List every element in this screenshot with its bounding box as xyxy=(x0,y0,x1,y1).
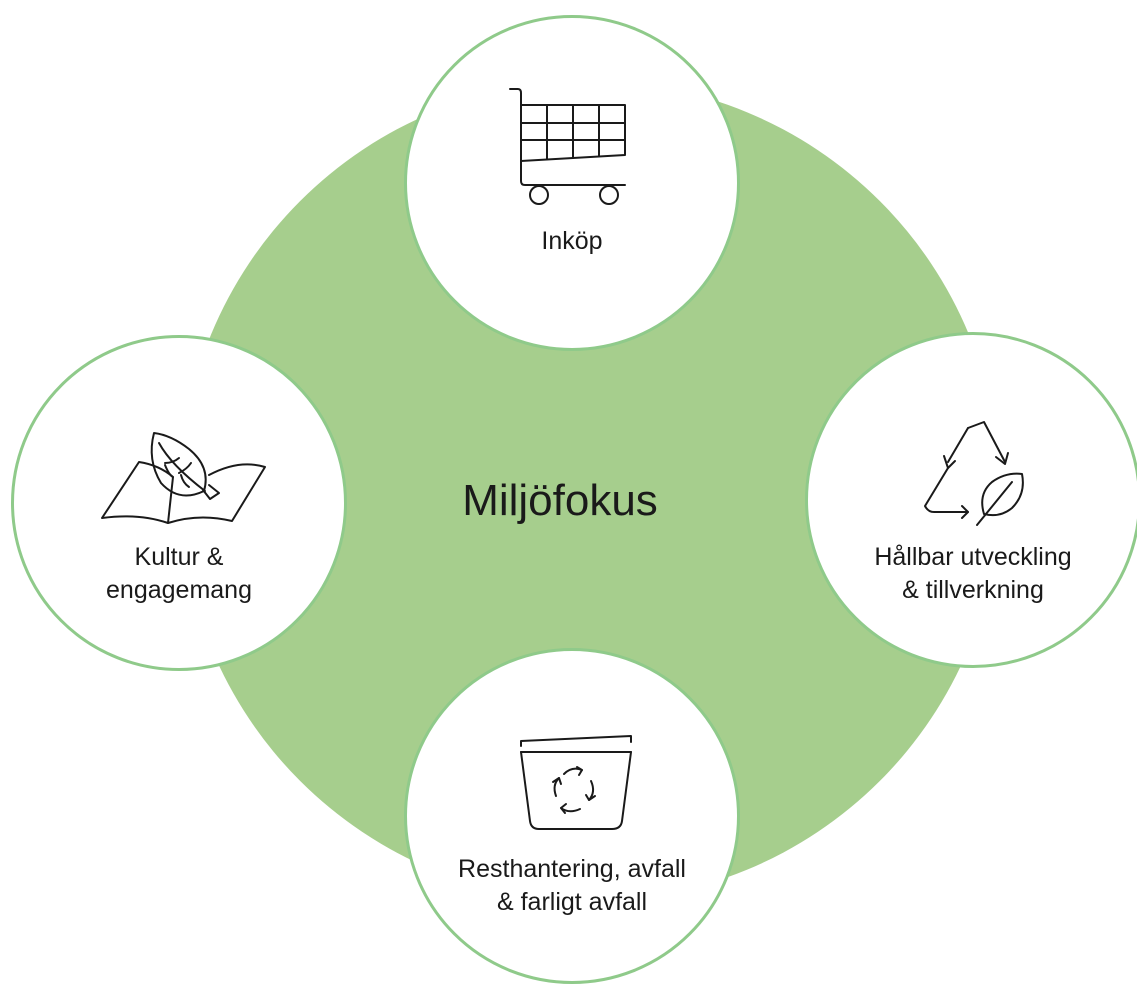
node-label-hallbar: Hållbar utveckling & tillverkning xyxy=(874,543,1072,604)
center-title: Miljöfokus xyxy=(462,476,658,525)
node-label-rest: Resthantering, avfall & farligt avfall xyxy=(458,855,686,916)
node-rest: Resthantering, avfall & farligt avfall xyxy=(404,648,740,984)
shopping-cart-icon xyxy=(509,88,626,205)
node-label-kultur: Kultur & engagemang xyxy=(106,543,252,604)
node-hallbar: Hållbar utveckling & tillverkning xyxy=(805,332,1137,668)
recycling-bin-icon xyxy=(520,735,632,830)
node-label-inkop: Inköp xyxy=(541,227,603,255)
node-kultur: Kultur & engagemang xyxy=(11,335,347,671)
recycle-leaf-icon xyxy=(924,421,1024,526)
node-inkop: Inköp xyxy=(404,15,740,351)
book-leaf-icon xyxy=(101,432,266,524)
